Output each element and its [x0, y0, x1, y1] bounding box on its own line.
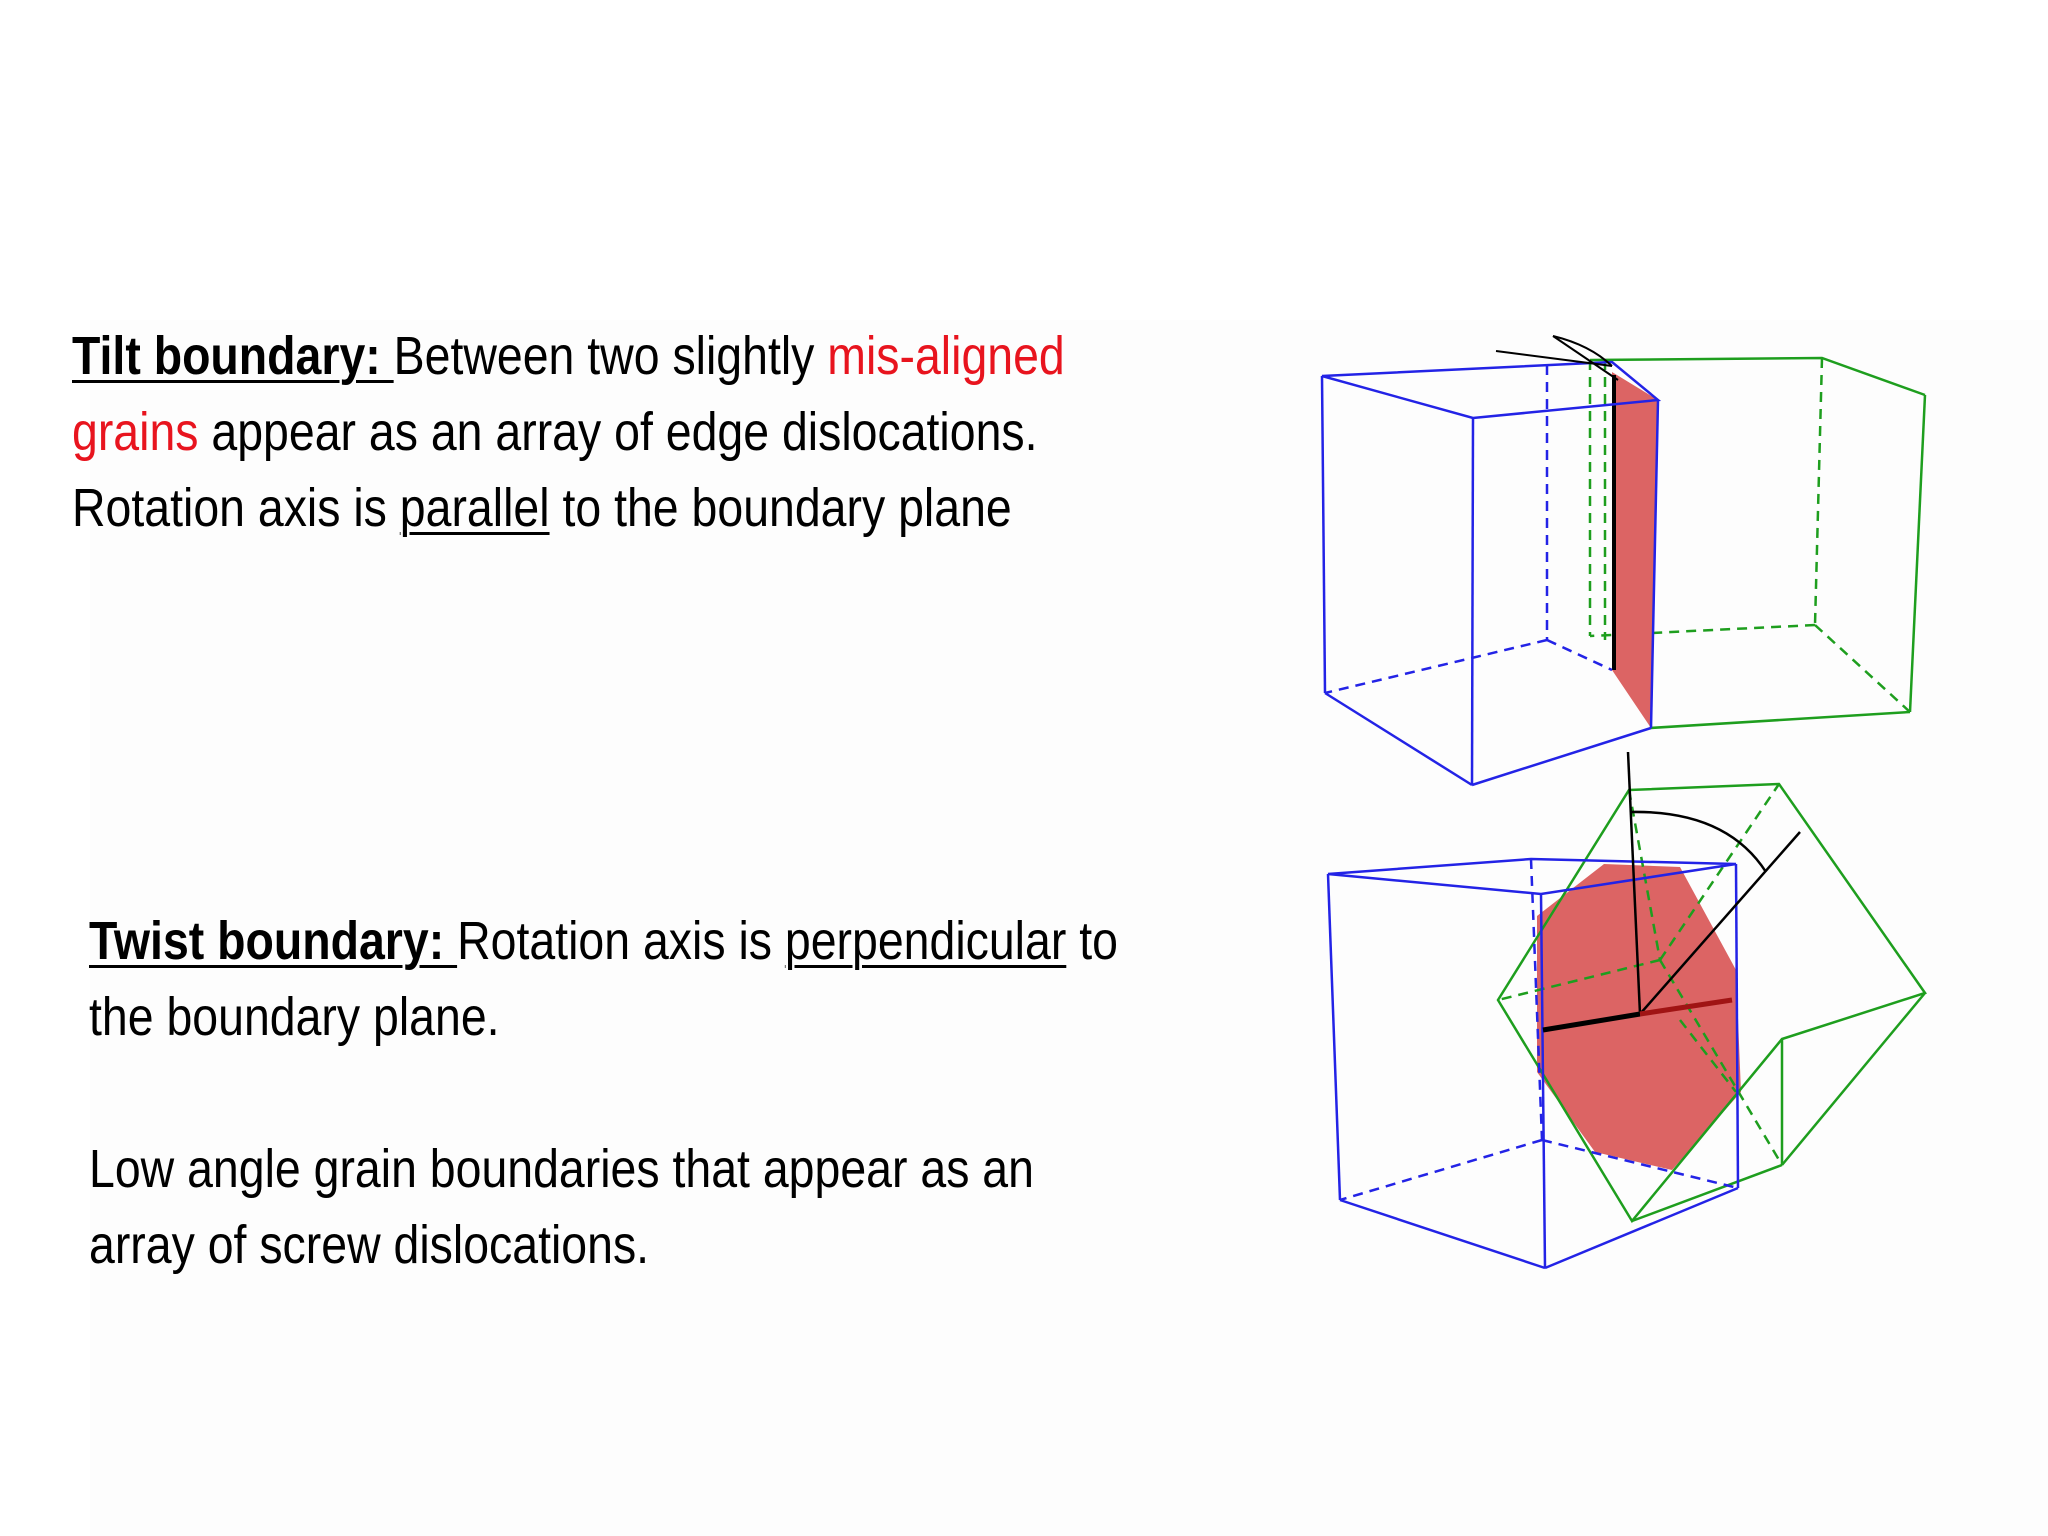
twist-boundary-description: Twist boundary: Rotation axis is perpend… — [89, 903, 1118, 1055]
tilt-highlight-2: grains — [72, 402, 199, 462]
twist-heading: Twist boundary: — [89, 911, 458, 971]
low-angle-line-2: array of screw dislocations. — [89, 1215, 650, 1275]
tilt-boundary-description: Tilt boundary: Between two slightly mis-… — [72, 318, 1065, 546]
twist-keyword: perpendicular — [784, 911, 1067, 971]
twist-line-2: the boundary plane. — [89, 987, 500, 1047]
tilt-highlight-1: mis-aligned — [827, 326, 1065, 386]
twist-text-2: to — [1066, 911, 1118, 971]
tilt-text-4: to the boundary plane — [549, 478, 1012, 538]
low-angle-line-1: Low angle grain boundaries that appear a… — [89, 1139, 1034, 1199]
tilt-text-1: Between two slightly — [393, 326, 828, 386]
tilt-line-3: Rotation axis is parallel to the boundar… — [72, 470, 1065, 546]
tilt-keyword: parallel — [399, 478, 550, 538]
twist-text-1: Rotation axis is — [457, 911, 785, 971]
tilt-line-2: grains appear as an array of edge disloc… — [72, 394, 1065, 470]
tilt-line-1: Tilt boundary: Between two slightly mis-… — [72, 318, 1065, 394]
tilt-text-2: appear as an array of edge dislocations. — [198, 402, 1038, 462]
tilt-text-3: Rotation axis is — [72, 478, 400, 538]
tilt-heading: Tilt boundary: — [72, 326, 394, 386]
twist-line-1: Twist boundary: Rotation axis is perpend… — [89, 903, 1118, 979]
low-angle-description: Low angle grain boundaries that appear a… — [89, 1131, 1034, 1283]
